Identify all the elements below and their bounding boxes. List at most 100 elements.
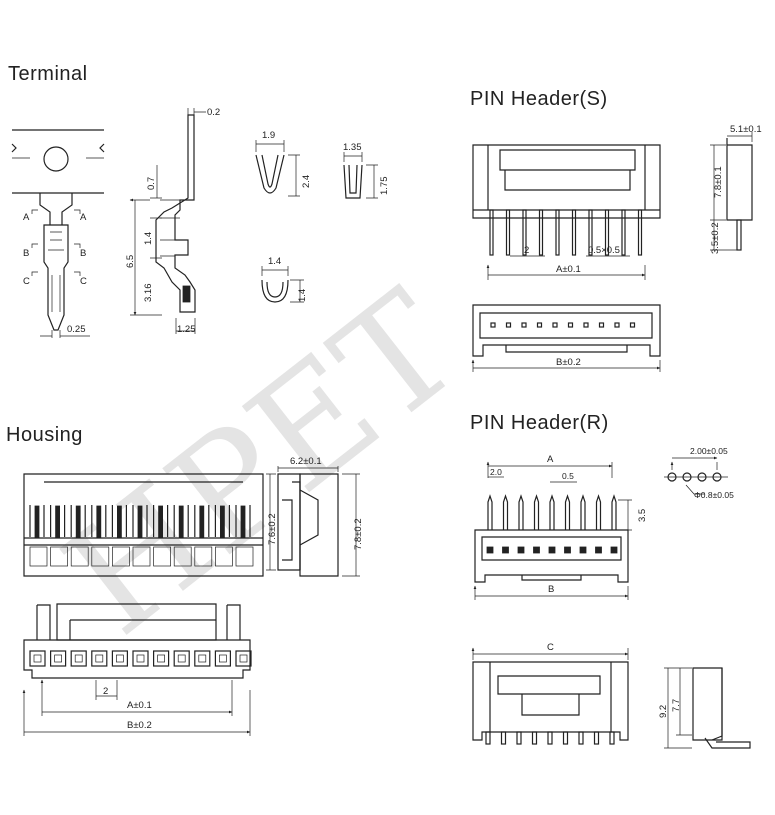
dim-pin-r-3-5: 3.5 — [637, 509, 648, 522]
dim-housing-a: A±0.1 — [127, 700, 152, 711]
dim-terminal-1-25: 1.25 — [177, 324, 196, 335]
pin — [611, 494, 617, 530]
cavity-top — [111, 650, 129, 667]
cavity-top — [29, 650, 46, 667]
dim-section-b-left: B — [23, 248, 29, 259]
pin — [609, 731, 615, 745]
pin — [538, 209, 544, 256]
cavity — [173, 546, 192, 567]
dim-housing-pitch: 2 — [103, 686, 108, 697]
dim-terminal-0-25: 0.25 — [67, 324, 86, 335]
pin-base — [595, 546, 602, 554]
latch — [34, 505, 40, 539]
pin — [621, 209, 626, 256]
latch — [96, 505, 102, 539]
pin — [489, 209, 494, 256]
cavity — [153, 546, 171, 567]
pin-header-s-top-view — [472, 304, 661, 357]
pin-base — [502, 546, 509, 554]
dim-section-c-right: C — [80, 276, 87, 287]
housing-side-view — [266, 466, 360, 577]
cavity-top — [214, 650, 231, 667]
cavity — [215, 546, 233, 567]
cavity-top — [235, 650, 252, 667]
pin-base — [533, 546, 540, 554]
latch — [178, 505, 184, 539]
latch — [158, 505, 164, 539]
hole — [712, 472, 722, 482]
dim-pin-r-b: B — [548, 584, 554, 595]
crimp-section-small — [261, 266, 304, 303]
pin — [571, 209, 577, 256]
cavity — [91, 546, 110, 567]
dim-section-a-right: A — [80, 212, 87, 223]
pin — [588, 209, 593, 256]
cavity — [112, 546, 130, 567]
dim-housing-6-2: 6.2±0.1 — [290, 456, 322, 467]
cavity-top — [91, 650, 108, 667]
pin — [518, 494, 524, 530]
pin-header-s-title: PIN Header(S) — [470, 88, 608, 110]
pin — [637, 209, 643, 256]
dim-section-a-left: A — [23, 212, 30, 223]
pin-square — [536, 322, 543, 328]
pin-header-r-title: PIN Header(R) — [470, 412, 609, 434]
dim-housing-b: B±0.2 — [127, 720, 152, 731]
cavity-top — [132, 650, 149, 667]
hole — [682, 472, 692, 482]
dim-terminal-6-5: 6.5 — [125, 255, 136, 268]
hole — [697, 472, 707, 482]
dim-pin-s-size: 0.5×0.5 — [588, 245, 620, 256]
dim-pin-s-b: B±0.2 — [556, 357, 581, 368]
dim-line-pin-s-a — [488, 265, 645, 280]
dim-pin-r-pitch: 2.00±0.05 — [690, 446, 728, 456]
terminal-strip-drawing — [11, 129, 105, 338]
housing-front-view — [23, 473, 264, 577]
pin-base — [564, 546, 571, 554]
dim-terminal-1-9: 1.9 — [262, 130, 275, 141]
pin — [593, 731, 600, 745]
pin — [487, 494, 493, 530]
dim-section-c-left: C — [23, 276, 30, 287]
pin — [595, 494, 602, 530]
dim-terminal-1-75: 1.75 — [379, 177, 390, 196]
dim-terminal-2-4: 2.4 — [301, 175, 312, 188]
terminal-title: Terminal — [8, 63, 88, 85]
pin — [564, 494, 571, 530]
dim-line-housing-b — [24, 690, 250, 736]
dim-terminal-1-4-height: 1.4 — [297, 289, 308, 302]
cavity-top — [173, 650, 190, 667]
pin-base — [579, 546, 587, 554]
dim-housing-7-8: 7.8±0.2 — [353, 518, 364, 550]
pin — [516, 731, 522, 745]
pin-square — [552, 322, 558, 328]
dim-line-pin-r-a — [488, 462, 612, 478]
pin-square — [629, 322, 636, 328]
dim-pin-r-0-5: 0.5 — [562, 471, 574, 481]
dim-pin-r-a: A — [547, 454, 554, 465]
dim-pin-r-9-2: 9.2 — [658, 705, 669, 718]
pin-base — [548, 546, 556, 554]
dim-pin-s-7-8: 7.8±0.1 — [713, 166, 724, 198]
dim-pin-r-7-7: 7.7 — [671, 699, 682, 712]
dim-pin-r-hole: Φ0.8±0.05 — [694, 490, 734, 500]
housing-title: Housing — [6, 424, 83, 446]
dim-line-pin-r-b — [475, 586, 628, 600]
pin-square — [567, 322, 574, 328]
dim-line-pin-r-3-5 — [618, 499, 632, 531]
pin — [549, 494, 555, 530]
cavity — [132, 546, 151, 567]
dim-terminal-0-7: 0.7 — [146, 177, 157, 190]
latch — [199, 505, 205, 539]
dim-terminal-3-16: 3.16 — [143, 284, 154, 303]
pin — [604, 209, 610, 256]
cavity — [194, 546, 213, 567]
latch — [117, 505, 122, 539]
pin-square — [583, 322, 589, 328]
latch — [55, 505, 60, 539]
pin-header-s-side-view — [710, 132, 753, 251]
dim-terminal-0-2: 0.2 — [207, 107, 220, 118]
dim-pin-s-5-1: 5.1±0.1 — [730, 124, 762, 135]
pin-square — [614, 322, 620, 328]
